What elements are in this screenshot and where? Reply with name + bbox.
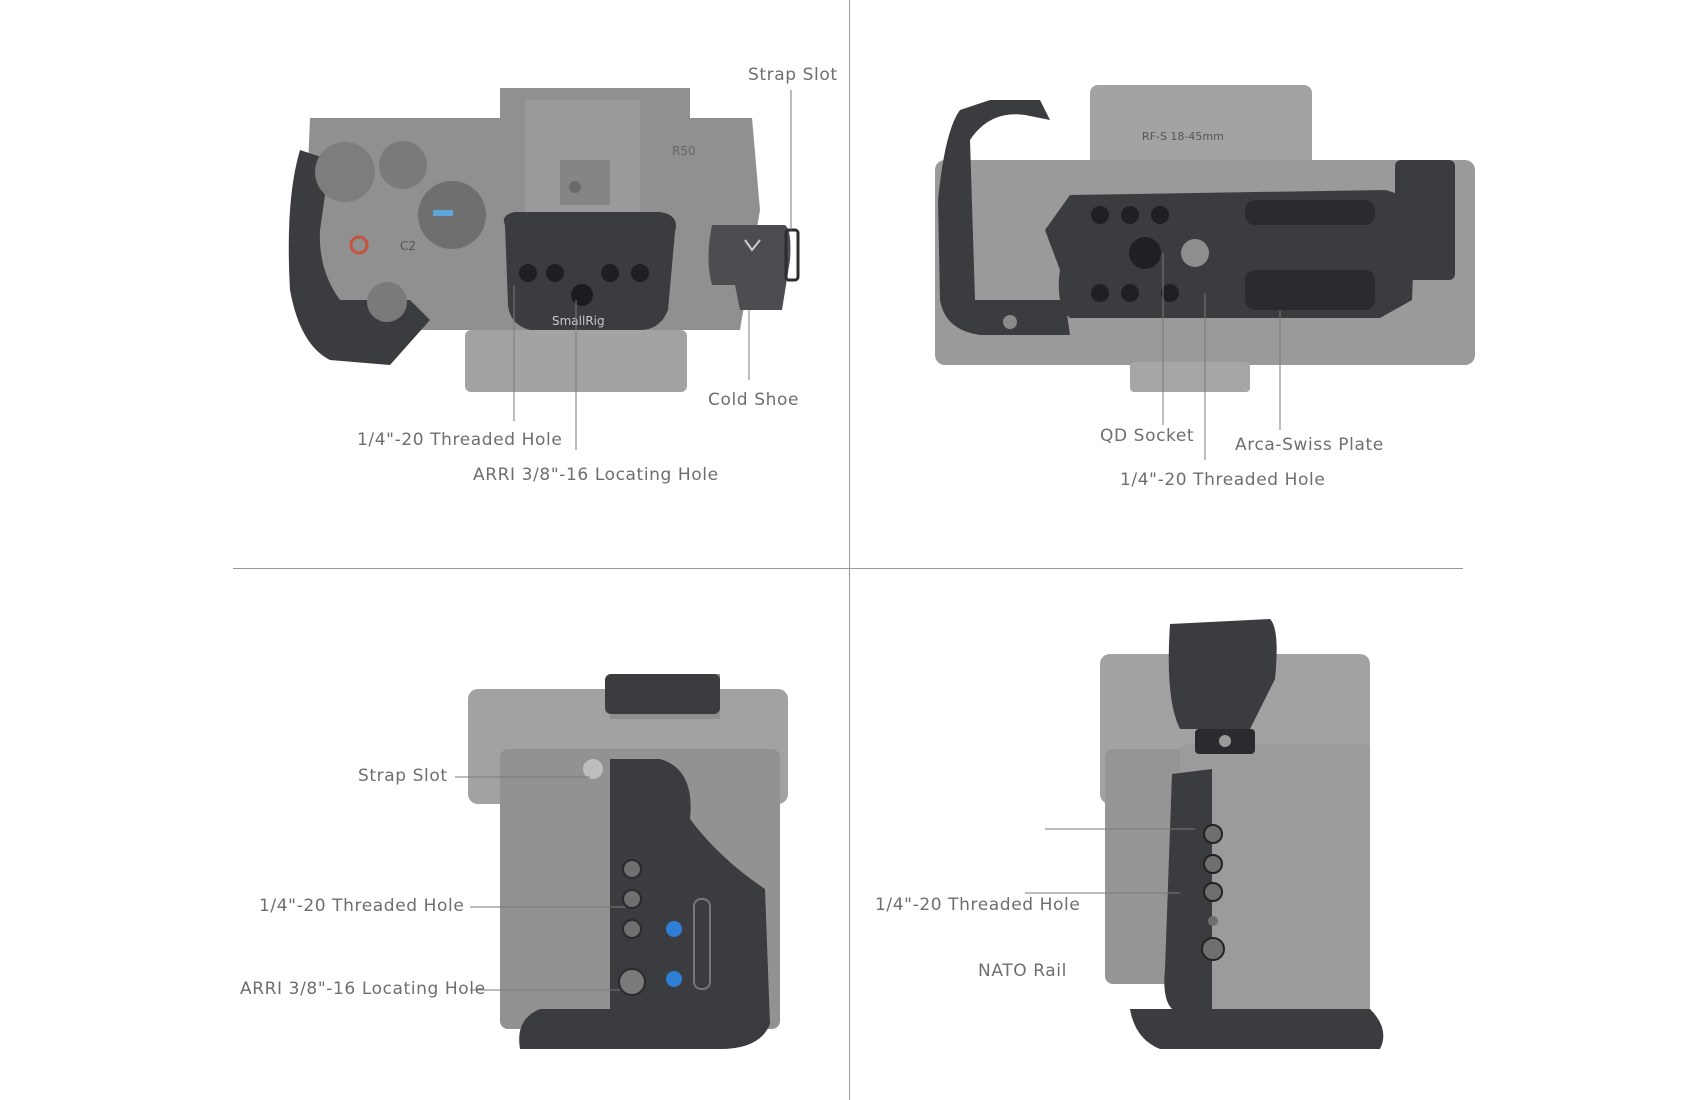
label-strap-slot-top: Strap Slot bbox=[748, 65, 838, 85]
left-side-leader-lines bbox=[455, 776, 625, 991]
qd-socket-icon bbox=[1181, 239, 1209, 267]
camera-bottom-illustration: RF-S 18-45mm bbox=[935, 85, 1475, 460]
panel-bottom-view: RF-S 18-45mm QD So bbox=[850, 0, 1700, 568]
threaded-hole-row bbox=[519, 264, 649, 282]
arca-slot-1 bbox=[1245, 200, 1375, 225]
horizontal-divider bbox=[233, 568, 1463, 569]
side-threaded-holes bbox=[622, 859, 642, 939]
control-dial-icon bbox=[315, 142, 375, 202]
bottom-plate-right bbox=[1130, 1009, 1384, 1049]
cage-handle-bottom bbox=[938, 100, 1070, 335]
camera-right-side-illustration bbox=[1025, 619, 1384, 1049]
hot-shoe bbox=[560, 160, 610, 205]
lens-mount-lip bbox=[1130, 362, 1250, 392]
top-handle-edge bbox=[605, 674, 720, 714]
top-handle-right bbox=[1168, 619, 1277, 729]
blue-screw-lower-icon bbox=[666, 971, 682, 987]
dial-button-text: C2 bbox=[400, 239, 416, 253]
front-dial-icon bbox=[379, 141, 427, 189]
label-threaded-hole-left: 1/4"-20 Threaded Hole bbox=[259, 896, 465, 916]
strap-lug-icon bbox=[583, 759, 603, 779]
cold-shoe-block bbox=[708, 225, 791, 310]
vertical-divider bbox=[849, 0, 850, 1100]
camera-body-right bbox=[1180, 744, 1370, 1024]
model-mark-text: R50 bbox=[672, 144, 696, 158]
shoe-screw-icon bbox=[569, 181, 581, 193]
right-side-threaded-holes bbox=[1203, 824, 1223, 902]
cage-side-bracket bbox=[1395, 160, 1455, 280]
bottom-view-leader-lines bbox=[1162, 253, 1281, 460]
panel-top-view: C2 R50 SmallRig Strap S bbox=[0, 0, 849, 568]
label-arca-swiss-plate: Arca-Swiss Plate bbox=[1235, 435, 1384, 455]
thumb-screw-icon bbox=[1003, 315, 1017, 329]
right-arri-hole-icon bbox=[1201, 937, 1225, 961]
label-qd-socket: QD Socket bbox=[1100, 426, 1195, 446]
side-arri-hole-icon bbox=[618, 968, 646, 996]
record-button-icon bbox=[349, 235, 369, 255]
blue-screw-upper-icon bbox=[666, 921, 682, 937]
right-side-leader-lines bbox=[1025, 828, 1195, 894]
camera-top-illustration: C2 R50 SmallRig bbox=[288, 88, 800, 450]
mode-dial-marker bbox=[433, 210, 453, 216]
base-hole-pattern bbox=[1091, 206, 1179, 302]
label-nato-rail: NATO Rail bbox=[978, 961, 1067, 981]
small-pin-icon bbox=[1208, 916, 1218, 926]
label-arri-hole-left: ARRI 3/8"-16 Locating Hole bbox=[240, 979, 486, 999]
brand-engraving: SmallRig bbox=[552, 314, 605, 328]
top-leader-lines bbox=[513, 90, 792, 450]
panel-right-side-view: 1/4"-20 Threaded Hole NATO Rail bbox=[850, 569, 1700, 1100]
cold-shoe-logo-icon bbox=[744, 239, 761, 252]
label-cold-shoe: Cold Shoe bbox=[708, 390, 800, 410]
thumb-dial-icon bbox=[367, 282, 407, 322]
label-arri-hole-top: ARRI 3/8"-16 Locating Hole bbox=[473, 465, 719, 485]
panel-left-side-view: Strap Slot 1/4"-20 Threaded Hole ARRI 3/… bbox=[0, 569, 849, 1100]
cage-top-plate bbox=[503, 212, 676, 330]
camera-left-side-illustration bbox=[455, 674, 788, 1049]
label-threaded-hole-right: 1/4"-20 Threaded Hole bbox=[875, 895, 1081, 915]
label-strap-slot-side: Strap Slot bbox=[358, 766, 448, 786]
clamp-screw-icon bbox=[1219, 735, 1231, 747]
label-threaded-hole-top: 1/4"-20 Threaded Hole bbox=[357, 430, 563, 450]
strap-slot-loop bbox=[784, 228, 800, 282]
label-threaded-hole-bottom: 1/4"-20 Threaded Hole bbox=[1120, 470, 1326, 490]
arca-slot-2 bbox=[1245, 270, 1375, 310]
cage-grip-side bbox=[519, 759, 770, 1049]
grip-strap-slot bbox=[693, 898, 711, 990]
lens-text: RF-S 18-45mm bbox=[1142, 130, 1224, 143]
arri-locating-hole-icon bbox=[571, 284, 593, 306]
